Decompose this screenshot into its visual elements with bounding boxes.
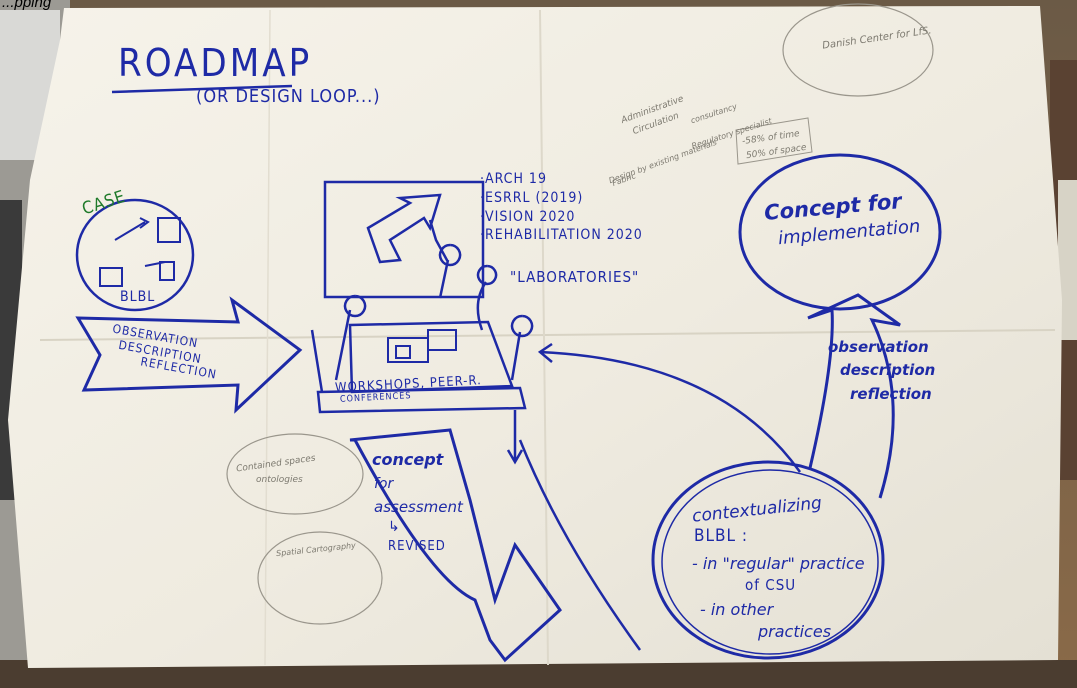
caption: ...pping bbox=[2, 0, 52, 11]
right-arrow bbox=[807, 293, 901, 499]
context-line4: of CSU bbox=[745, 576, 797, 594]
case-name: BLBL bbox=[120, 289, 156, 305]
pencil-circle-bottom bbox=[257, 531, 383, 625]
arrow-right-line3: reflection bbox=[850, 385, 932, 403]
assessment-line3: assessment bbox=[374, 498, 463, 516]
pencil-circle-top bbox=[782, 3, 934, 97]
title-underline bbox=[111, 84, 293, 94]
context-line5: - in other bbox=[700, 600, 774, 619]
arrow-right-line1: observation bbox=[828, 338, 929, 356]
pencil-note: ontologies bbox=[256, 475, 303, 485]
contextualizing-circle bbox=[651, 460, 885, 660]
screen-arrow bbox=[366, 193, 442, 264]
event-item: ·ARCH 19 bbox=[480, 171, 547, 187]
assessment-line4: ↳ bbox=[388, 519, 400, 535]
fold-line bbox=[539, 9, 549, 666]
paper-sheet bbox=[8, 6, 1062, 668]
paper-right bbox=[1058, 180, 1077, 340]
roadmap-title: ROADMAP bbox=[118, 41, 313, 85]
screen bbox=[323, 180, 485, 299]
loop-arrow bbox=[537, 342, 802, 473]
case-circle bbox=[75, 198, 195, 312]
assessment-line5: REVISED bbox=[388, 539, 446, 554]
roadmap-subtitle: (OR DESIGN LOOP...) bbox=[196, 86, 381, 107]
implementation-circle bbox=[738, 153, 942, 311]
pencil-box bbox=[735, 117, 813, 165]
assessment-line2: for bbox=[374, 476, 394, 492]
table bbox=[316, 320, 527, 414]
down-line bbox=[506, 410, 642, 651]
assessment-arrow bbox=[349, 428, 562, 663]
contextualizing-circle-inner bbox=[661, 469, 879, 655]
context-line3: - in "regular" practice bbox=[692, 554, 865, 573]
event-item: ·REHABILITATION 2020 bbox=[480, 227, 643, 243]
figure-presenter bbox=[428, 219, 462, 299]
figure-right bbox=[476, 264, 534, 381]
left-arrow bbox=[75, 296, 303, 414]
context-line6: practices bbox=[758, 622, 832, 641]
case-diagram bbox=[99, 217, 181, 287]
event-item: ·VISION 2020 bbox=[480, 209, 576, 225]
figure-left bbox=[310, 294, 367, 393]
event-item: ·ESRRL (2019) bbox=[480, 190, 584, 206]
laboratories-label: "LABORATORIES" bbox=[510, 268, 640, 286]
context-line2: BLBL : bbox=[694, 526, 749, 546]
assessment-line1: concept bbox=[372, 450, 444, 469]
fold-line bbox=[39, 329, 1056, 341]
table-papers bbox=[387, 329, 457, 363]
arrow-right-line2: description bbox=[840, 361, 936, 379]
pencil-circle-left bbox=[226, 433, 364, 515]
